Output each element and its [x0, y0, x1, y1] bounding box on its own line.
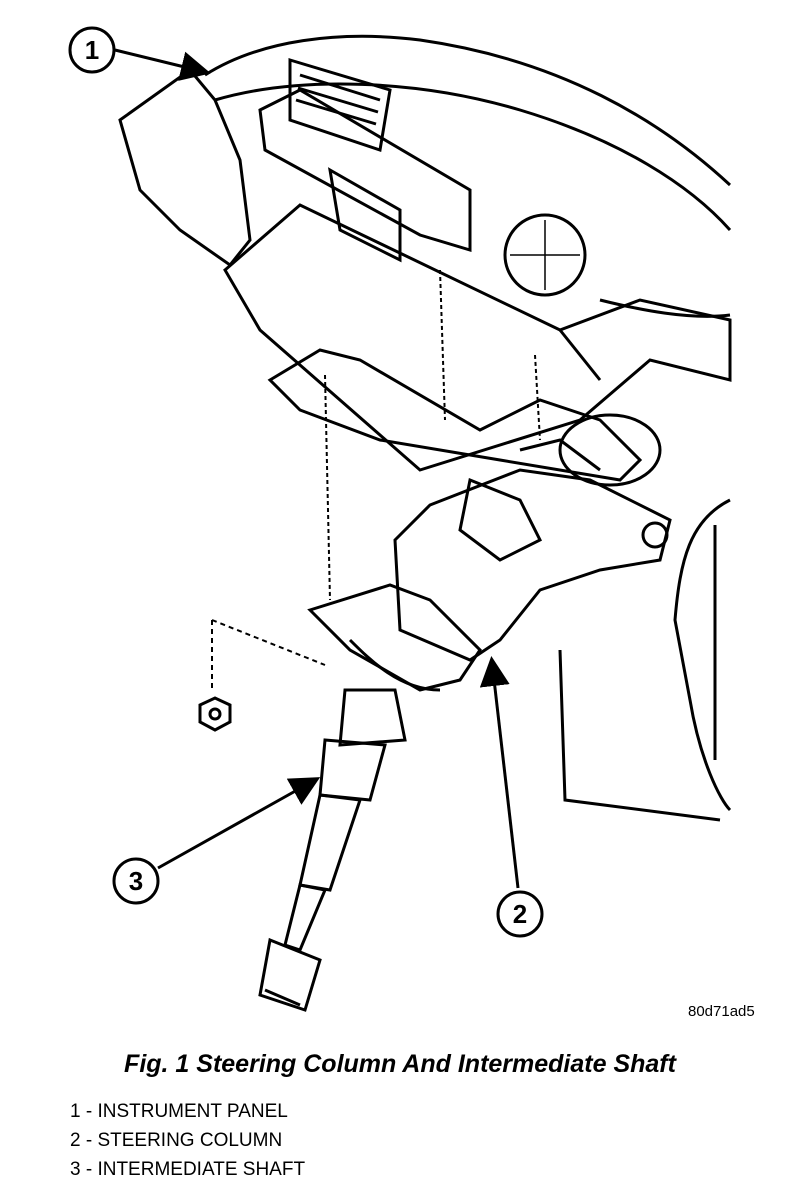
callout-1-number: 1 — [85, 35, 99, 65]
callout-2-number: 2 — [513, 899, 527, 929]
leader-arrow-3 — [157, 777, 321, 870]
callout-3-number: 3 — [129, 866, 143, 896]
steering-column-drawing — [307, 413, 672, 692]
leader-arrow-2 — [479, 656, 520, 889]
retaining-nut-drawing — [198, 619, 326, 732]
leader-arrow-1 — [114, 48, 211, 81]
intermediate-shaft-drawing — [258, 688, 407, 1012]
callout-3: 3 — [112, 857, 160, 905]
legend-item: 2 - STEERING COLUMN — [70, 1130, 283, 1151]
steering-assembly-illustration: 1 2 3 — [68, 26, 732, 1012]
parts-legend: 1 - INSTRUMENT PANEL 2 - STEERING COLUMN… — [70, 1097, 305, 1184]
legend-item: 3 - INTERMEDIATE SHAFT — [70, 1159, 306, 1180]
instrument-panel-drawing — [118, 34, 732, 601]
legend-item: 1 - INSTRUMENT PANEL — [70, 1101, 288, 1122]
callout-leaders — [114, 48, 520, 889]
center-console-drawing — [558, 498, 732, 822]
figure-caption: Fig. 1 Steering Column And Intermediate … — [124, 1050, 676, 1078]
figure-reference-code: 80d71ad5 — [688, 1003, 755, 1020]
callout-2: 2 — [496, 890, 544, 938]
callout-1: 1 — [68, 26, 116, 74]
